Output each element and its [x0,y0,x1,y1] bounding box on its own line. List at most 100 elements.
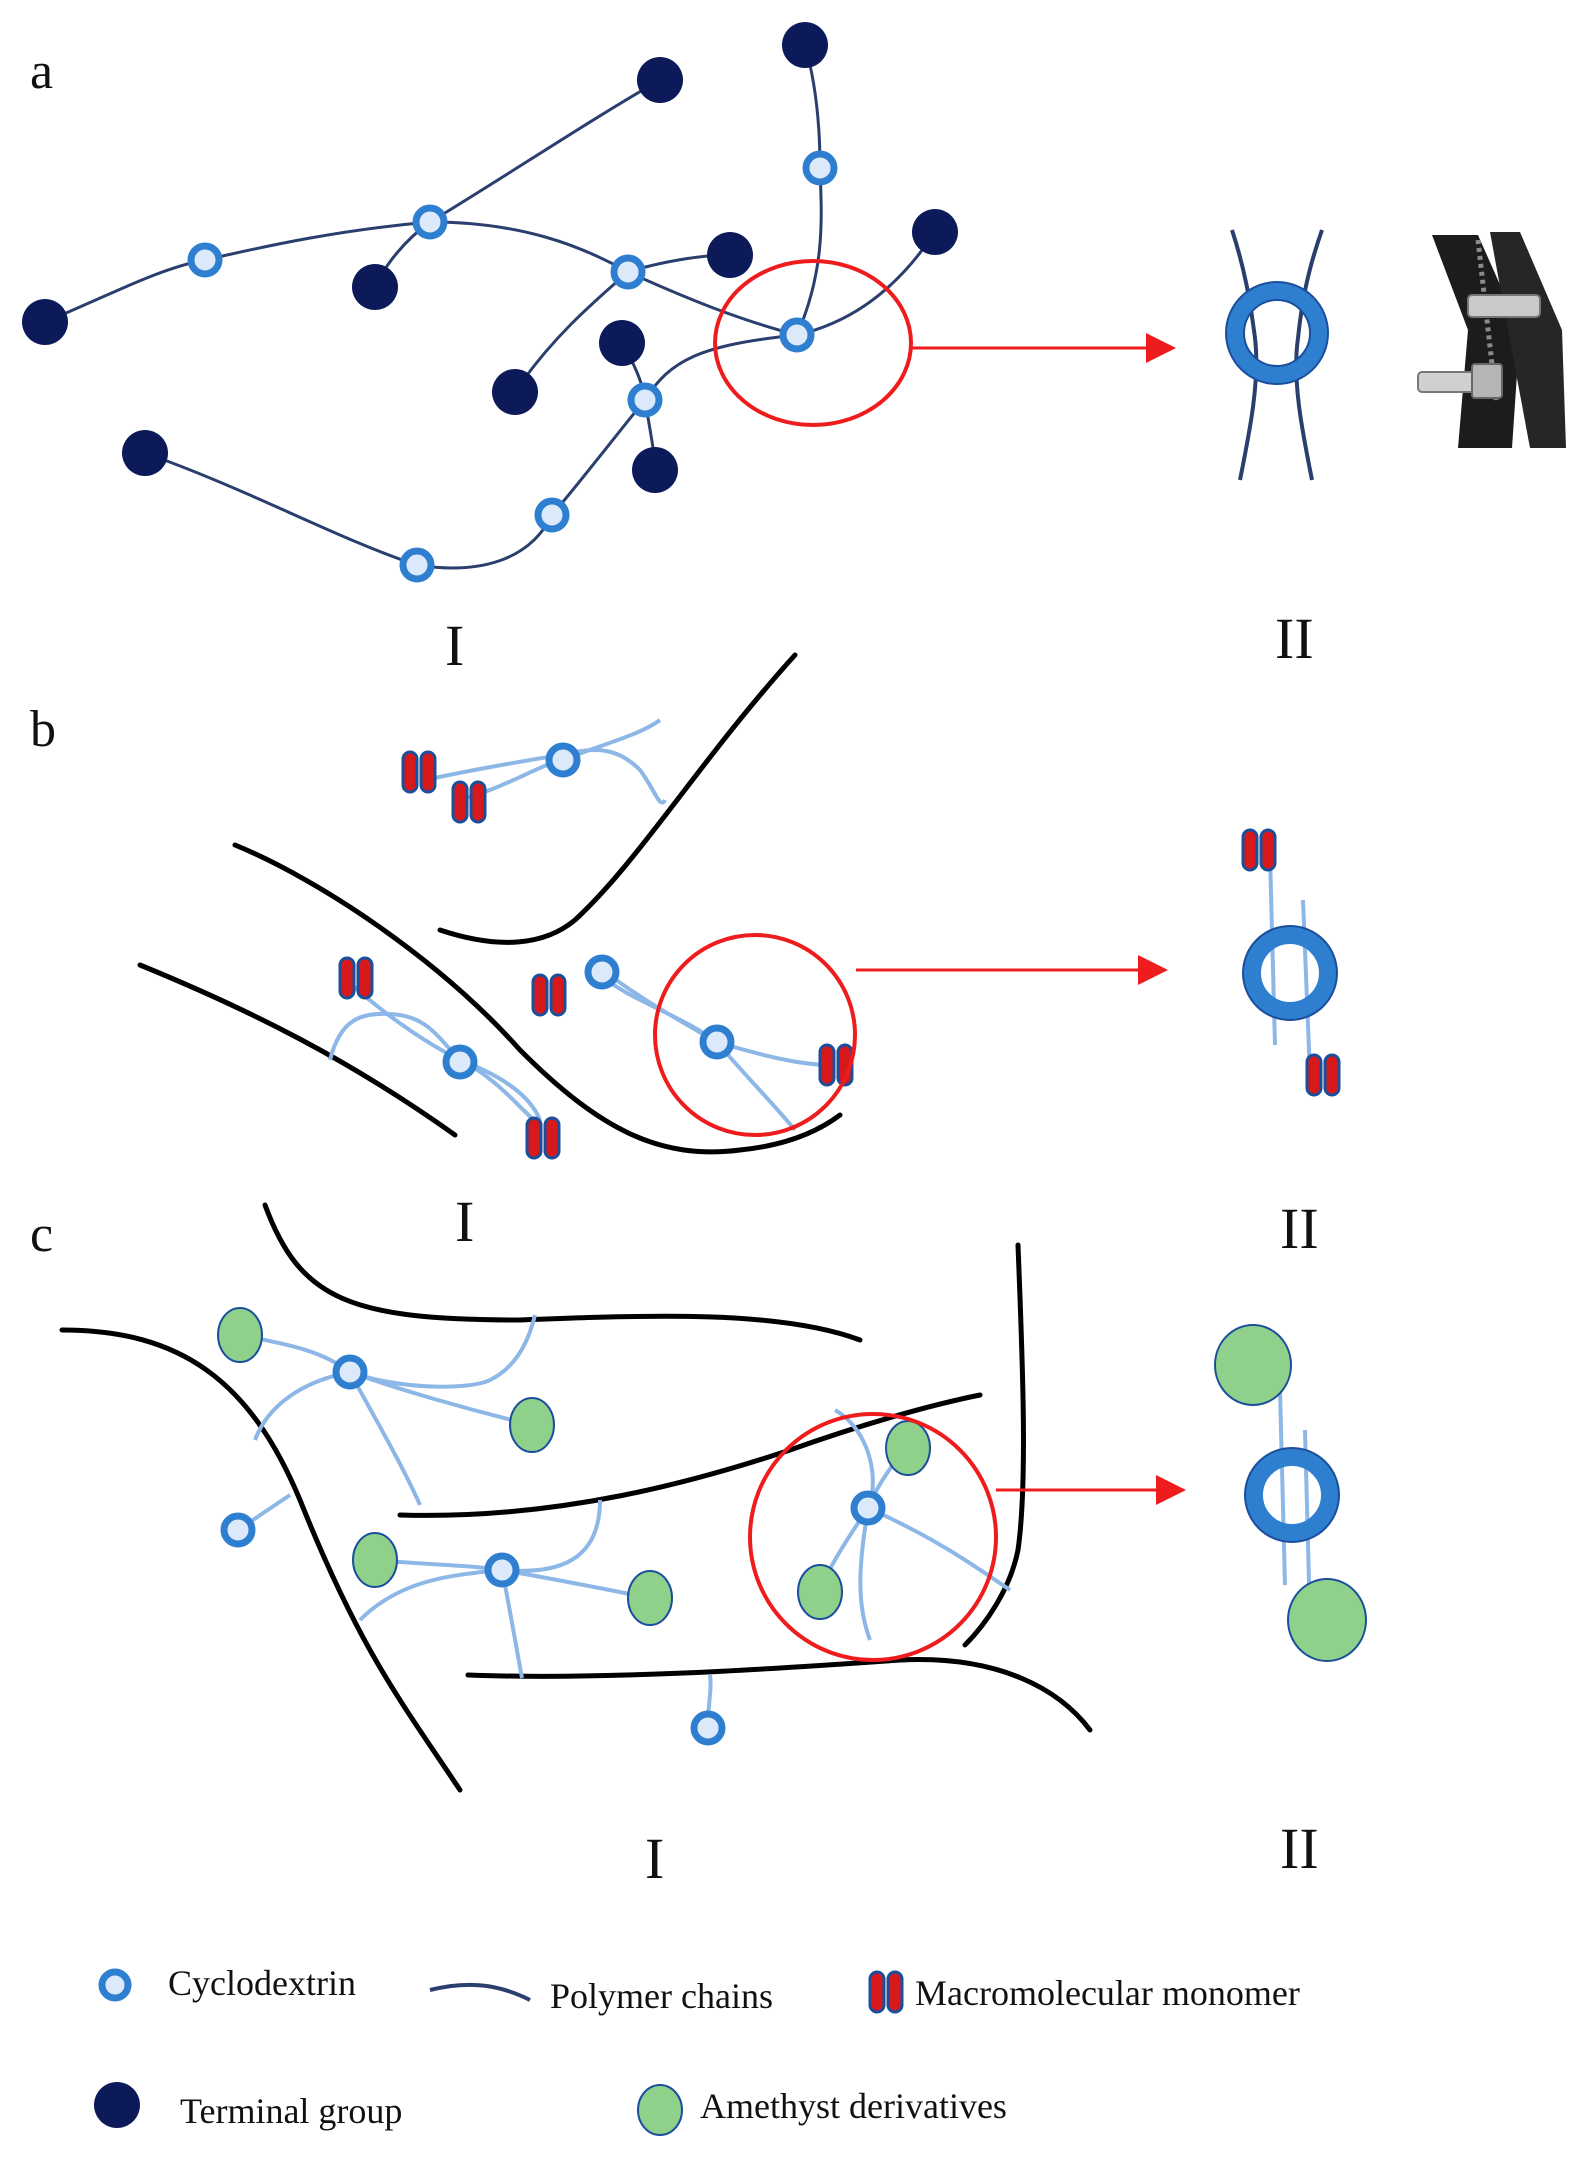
cyclodextrin [412,204,448,240]
cyclodextrin [699,1024,735,1060]
cyclodextrin [584,954,620,990]
backbone-chain [962,1242,1026,1648]
macromolecular-monomer [451,780,487,824]
amethyst-derivative [627,1570,673,1626]
backbone-chain [397,1392,983,1518]
legend-terminal-group-label: Terminal group [180,2091,403,2131]
amethyst-derivative [1214,1324,1292,1406]
polymer-chain [144,333,798,570]
terminal-group [22,299,68,345]
polymer-chain [44,220,798,337]
legend [94,1968,904,2136]
terminal-group [912,209,958,255]
polymer-chain [867,1506,1012,1592]
macromolecular-monomer [1241,828,1277,872]
polymer-chain [1301,899,1312,1076]
cyclodextrin [187,242,223,278]
stage-label-b-left: I [455,1189,475,1254]
cyclodextrin [627,382,663,418]
terminal-group [707,232,753,278]
macromolecular-monomer [338,956,374,1000]
legend-amethyst-icon [637,2084,683,2136]
stage-label-c-left: I [645,1826,665,1891]
terminal-group [637,57,683,103]
highlight-circle-c [748,1412,998,1662]
cyclodextrins-a [187,150,838,583]
amethyst-derivative [509,1397,555,1453]
panel-c [59,1202,1093,1793]
macromolecular-monomer [525,1116,561,1160]
amethyst-ring-detail [1214,1324,1367,1662]
legend-monomer-icon [868,1970,904,2014]
polymer-chain [358,1568,503,1622]
cyclodextrin-outline [1242,925,1338,1021]
cyclodextrin [545,742,581,778]
monomers-b [338,750,854,1160]
cyclodextrin [332,1354,368,1390]
amethyst-derivative [1287,1578,1367,1662]
cyclodextrin [1245,1448,1339,1542]
macromolecular-monomer [818,1043,854,1087]
cyclodextrin [1226,282,1328,384]
panel-a [44,44,937,570]
legend-cyclodextrin-label: Cyclodextrin [168,1963,356,2003]
polymer-chain [796,231,937,337]
stage-label-a-right: II [1275,606,1314,671]
backbone-chain [262,1202,863,1343]
polymer-chain [795,44,823,336]
legend-amethyst-derivatives-label: Amethyst derivatives [700,2086,1007,2126]
cyclodextrin-outline [1244,1447,1340,1543]
polymer-chain [429,78,661,224]
polymer-chain [1278,1389,1287,1586]
terminal-groups-a [22,22,958,493]
backbone-chain [232,842,843,1155]
backbone-chain [137,962,458,1138]
legend-terminal-group-icon [94,2082,140,2128]
cyclodextrin [484,1552,520,1588]
cyclodextrin-inner-outline [1243,299,1311,367]
highlight-circle-a [713,259,913,427]
cyclodextrins-b [442,742,735,1080]
legend-cyclodextrin-icon [98,1968,132,2002]
panel-b [137,652,843,1155]
polymer-chain [328,1011,462,1062]
terminal-group [599,320,645,366]
stage-label-c-right: II [1280,1816,1319,1881]
highlight-circle-b [653,933,857,1137]
monomer-ring-detail [1241,828,1341,1097]
cyclodextrin [1243,926,1337,1020]
polymer-chain [858,1507,872,1641]
terminal-group [352,264,398,310]
stage-label-a-left: I [445,613,465,678]
polymer-chain [253,1370,351,1441]
cyclodextrin [779,317,815,353]
legend-macromolecular-monomer-label: Macromolecular monomer [915,1973,1300,2013]
panel-label-a: a [30,43,54,100]
cyclodextrin [850,1490,886,1526]
stage-label-b-right: II [1280,1196,1319,1261]
panel-label-b: b [30,701,56,758]
legend-polymer-chains-label: Polymer chains [550,1976,773,2016]
cyclodextrin [534,497,570,533]
terminal-group [632,447,678,493]
cyclodextrin [442,1044,478,1080]
cyclodextrin [399,547,435,583]
amethyst-derivative [797,1564,843,1620]
amethyst-derivative [885,1420,931,1476]
amethyst-derivative [352,1532,398,1588]
cyclodextrin-outline [1225,281,1329,385]
polymer-chain [1294,229,1324,481]
amethyst-derivative [217,1307,263,1363]
polymer-chain [349,1314,537,1389]
backbone-chain [59,1327,463,1793]
macromolecular-monomer [401,750,437,794]
panel-label-c: c [30,1206,54,1263]
terminal-group [492,369,538,415]
terminal-group [122,430,168,476]
slide-ring-detail [1225,229,1329,481]
cyclodextrin [220,1512,256,1548]
amethyst-c [217,1307,931,1626]
zipper-photo-icon [1417,232,1566,448]
backbone-chain [465,1657,1093,1733]
